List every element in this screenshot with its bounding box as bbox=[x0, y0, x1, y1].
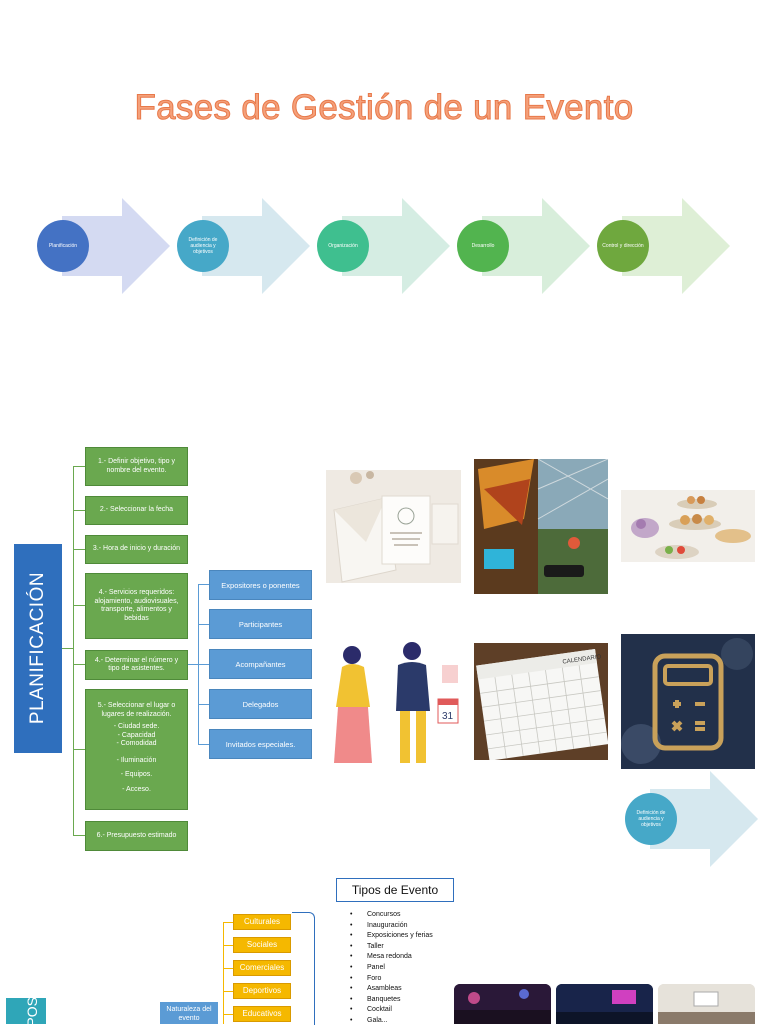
tipos-heading-text: TIPOS bbox=[24, 998, 40, 1024]
list-item: Gala... bbox=[350, 1016, 433, 1027]
planificacion-heading: PLANIFICACIÓN bbox=[14, 544, 62, 753]
event-photo-1 bbox=[454, 984, 551, 1024]
step-lugar: 5.- Seleccionar el lugar o lugares de re… bbox=[85, 689, 188, 810]
calendar-label: CALENDARIO bbox=[562, 654, 602, 665]
step-presupuesto: 6.- Presupuesto estimado bbox=[85, 821, 188, 851]
phase-organizacion[interactable]: Organización bbox=[317, 220, 369, 272]
phase-planificacion[interactable]: Planificación bbox=[37, 220, 89, 272]
tipos-heading: TIPOS bbox=[6, 998, 46, 1024]
invitation-image bbox=[326, 470, 461, 583]
list-item: Inauguración bbox=[350, 921, 433, 932]
venue-tent-image bbox=[474, 459, 608, 594]
categoria-comerciales: Comerciales bbox=[233, 960, 291, 976]
tipos-title: Tipos de Evento bbox=[336, 878, 454, 902]
calculator-image bbox=[621, 634, 755, 769]
tipos-list: Concursos Inauguración Exposiciones y fe… bbox=[350, 910, 433, 1027]
step-objetivo: 1.- Definir objetivo, tipo y nombre del … bbox=[85, 447, 188, 486]
step-fecha: 2.- Seleccionar la fecha bbox=[85, 496, 188, 525]
asistente-invitados: Invitados especiales. bbox=[209, 729, 312, 759]
categoria-deportivos: Deportivos bbox=[233, 983, 291, 999]
list-item: Banquetes bbox=[350, 995, 433, 1006]
list-item: Exposiciones y ferias bbox=[350, 931, 433, 942]
asistente-expositores: Expositores o ponentes bbox=[209, 570, 312, 600]
list-item: Concursos bbox=[350, 910, 433, 921]
naturaleza-box: Naturaleza del evento bbox=[160, 1002, 218, 1024]
step-servicios: 4.- Servicios requeridos: alojamiento, a… bbox=[85, 573, 188, 639]
next-phase-arrow bbox=[650, 771, 758, 867]
event-photo-2 bbox=[556, 984, 653, 1024]
list-item: Cocktail bbox=[350, 1005, 433, 1016]
categoria-educativos: Educativos bbox=[233, 1006, 291, 1022]
categoria-sociales: Sociales bbox=[233, 937, 291, 953]
list-item: Asambleas bbox=[350, 984, 433, 995]
phase-audiencia[interactable]: Definición de audiencia y objetivos bbox=[177, 220, 229, 272]
next-phase-circle[interactable]: Definición de audiencia y objetivos bbox=[625, 793, 677, 845]
phase-arrow-2 bbox=[202, 198, 310, 294]
calendar-image: CALENDARIO bbox=[474, 643, 608, 760]
phase-arrow-1 bbox=[62, 198, 170, 294]
event-photo-3 bbox=[658, 984, 755, 1024]
page-title: Fases de Gestión de un Evento bbox=[134, 88, 634, 128]
catering-image bbox=[621, 490, 755, 562]
phase-arrow-4 bbox=[482, 198, 590, 294]
list-item: Panel bbox=[350, 963, 433, 974]
calendar-number: 31 bbox=[442, 711, 454, 722]
step-hora: 3.- Hora de inicio y duración bbox=[85, 535, 188, 564]
categoria-culturales: Culturales bbox=[233, 914, 291, 930]
phase-arrow-5 bbox=[622, 198, 730, 294]
phase-arrow-3 bbox=[342, 198, 450, 294]
list-item: Taller bbox=[350, 942, 433, 953]
phase-desarrollo[interactable]: Desarrollo bbox=[457, 220, 509, 272]
asistente-participantes: Participantes bbox=[209, 609, 312, 639]
people-illustration: 31 bbox=[326, 637, 461, 767]
asistente-acompanantes: Acompañantes bbox=[209, 649, 312, 679]
step-asistentes: 4.- Determinar el número y tipo de asist… bbox=[85, 650, 188, 680]
planificacion-heading-text: PLANIFICACIÓN bbox=[27, 571, 48, 725]
asistente-delegados: Delegados bbox=[209, 689, 312, 719]
list-item: Mesa redonda bbox=[350, 952, 433, 963]
phase-control[interactable]: Control y dirección bbox=[597, 220, 649, 272]
list-item: Foro bbox=[350, 974, 433, 985]
